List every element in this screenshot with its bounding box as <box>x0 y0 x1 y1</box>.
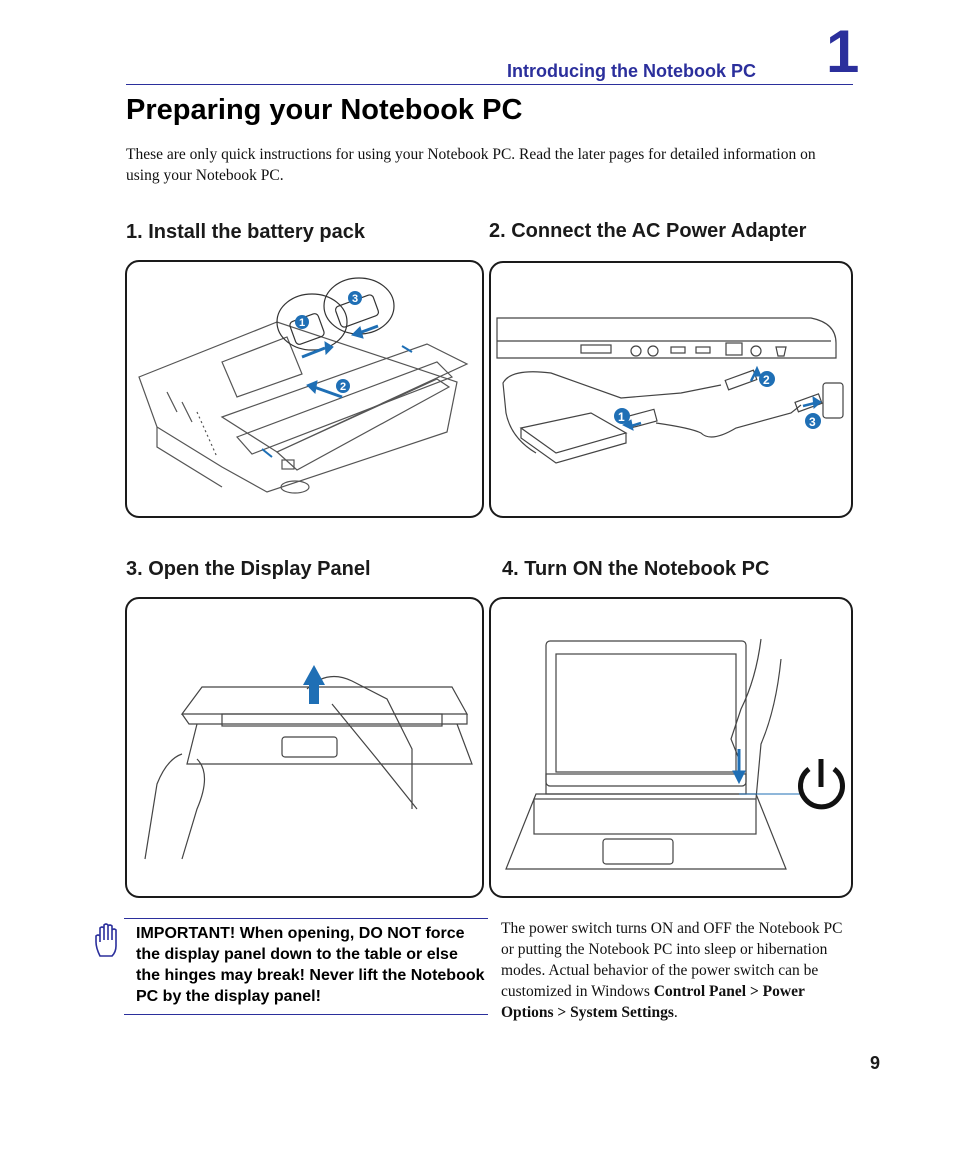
important-rule-top <box>124 918 488 919</box>
open-display-illustration-panel <box>125 597 484 898</box>
open-display-illustration <box>144 665 473 860</box>
callout-3: 3 <box>352 293 358 305</box>
page-title: Preparing your Notebook PC <box>126 94 523 126</box>
callout-1: 1 <box>618 410 625 424</box>
step-4-heading: 4. Turn ON the Notebook PC <box>502 558 770 580</box>
ac-adapter-illustration: 1 2 3 <box>496 317 844 464</box>
power-settings-path: Control Panel > Power Options > System S… <box>501 983 805 1021</box>
important-rule-bottom <box>124 1014 488 1015</box>
battery-illustration-panel: 1 2 3 <box>125 260 484 518</box>
step-1-heading: 1. Install the battery pack <box>126 221 365 243</box>
callout-2: 2 <box>340 381 346 393</box>
important-note: IMPORTANT! When opening, DO NOT force th… <box>136 925 485 1005</box>
header-rule <box>126 84 853 85</box>
chapter-number: 1 <box>826 18 860 85</box>
turn-on-illustration <box>505 638 845 870</box>
page-number: 9 <box>870 1053 881 1073</box>
callout-1: 1 <box>299 317 305 329</box>
battery-illustration: 1 2 3 <box>138 277 469 494</box>
intro-paragraph: These are only quick instructions for us… <box>126 146 816 184</box>
ac-adapter-illustration-panel: 1 2 3 <box>489 261 853 518</box>
callout-2: 2 <box>763 373 770 387</box>
step-3-heading: 3. Open the Display Panel <box>126 558 371 580</box>
turn-on-illustration-panel <box>489 597 853 898</box>
running-header-title: Introducing the Notebook PC <box>507 61 756 81</box>
step-2-heading: 2. Connect the AC Power Adapter <box>489 220 807 242</box>
power-note-text: The power switch turns ON and OFF the No… <box>501 920 843 1000</box>
callout-3: 3 <box>809 415 816 429</box>
hand-stop-icon <box>95 923 117 957</box>
power-note-end: . <box>673 1004 678 1021</box>
power-switch-note: The power switch turns ON and OFF the No… <box>501 918 851 1023</box>
power-icon <box>798 766 845 810</box>
